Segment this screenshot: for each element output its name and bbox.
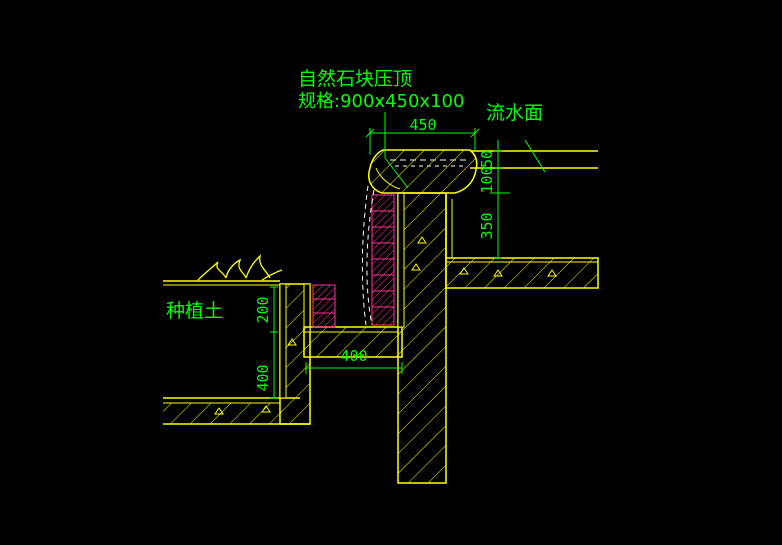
upper-channel-slab (445, 193, 599, 289)
retaining-wall (397, 192, 447, 484)
dim-100: 100 (478, 166, 496, 193)
dimension-lines (270, 112, 546, 399)
stone-cladding-lower (312, 284, 336, 328)
stone-spec-label: 规格:900x450x100 (298, 91, 464, 112)
dim-400-horizontal: 400 (340, 347, 367, 365)
dim-top-width: 450 (409, 116, 436, 134)
planting-soil (163, 254, 283, 286)
dim-350: 350 (478, 212, 496, 239)
dim-400-vertical: 400 (254, 364, 272, 391)
soil-label: 种植土 (166, 300, 223, 322)
stone-cladding-upper (371, 194, 395, 326)
water-fall-lines (361, 185, 375, 326)
aggregate-marks (214, 236, 557, 415)
dim-50: 50 (478, 150, 496, 168)
basin-bottom-slab (303, 326, 403, 358)
stone-title-label: 自然石块压顶 (298, 68, 412, 90)
stone-coping (368, 149, 478, 194)
water-surface-label: 流水面 (486, 102, 543, 124)
dim-200: 200 (254, 296, 272, 323)
